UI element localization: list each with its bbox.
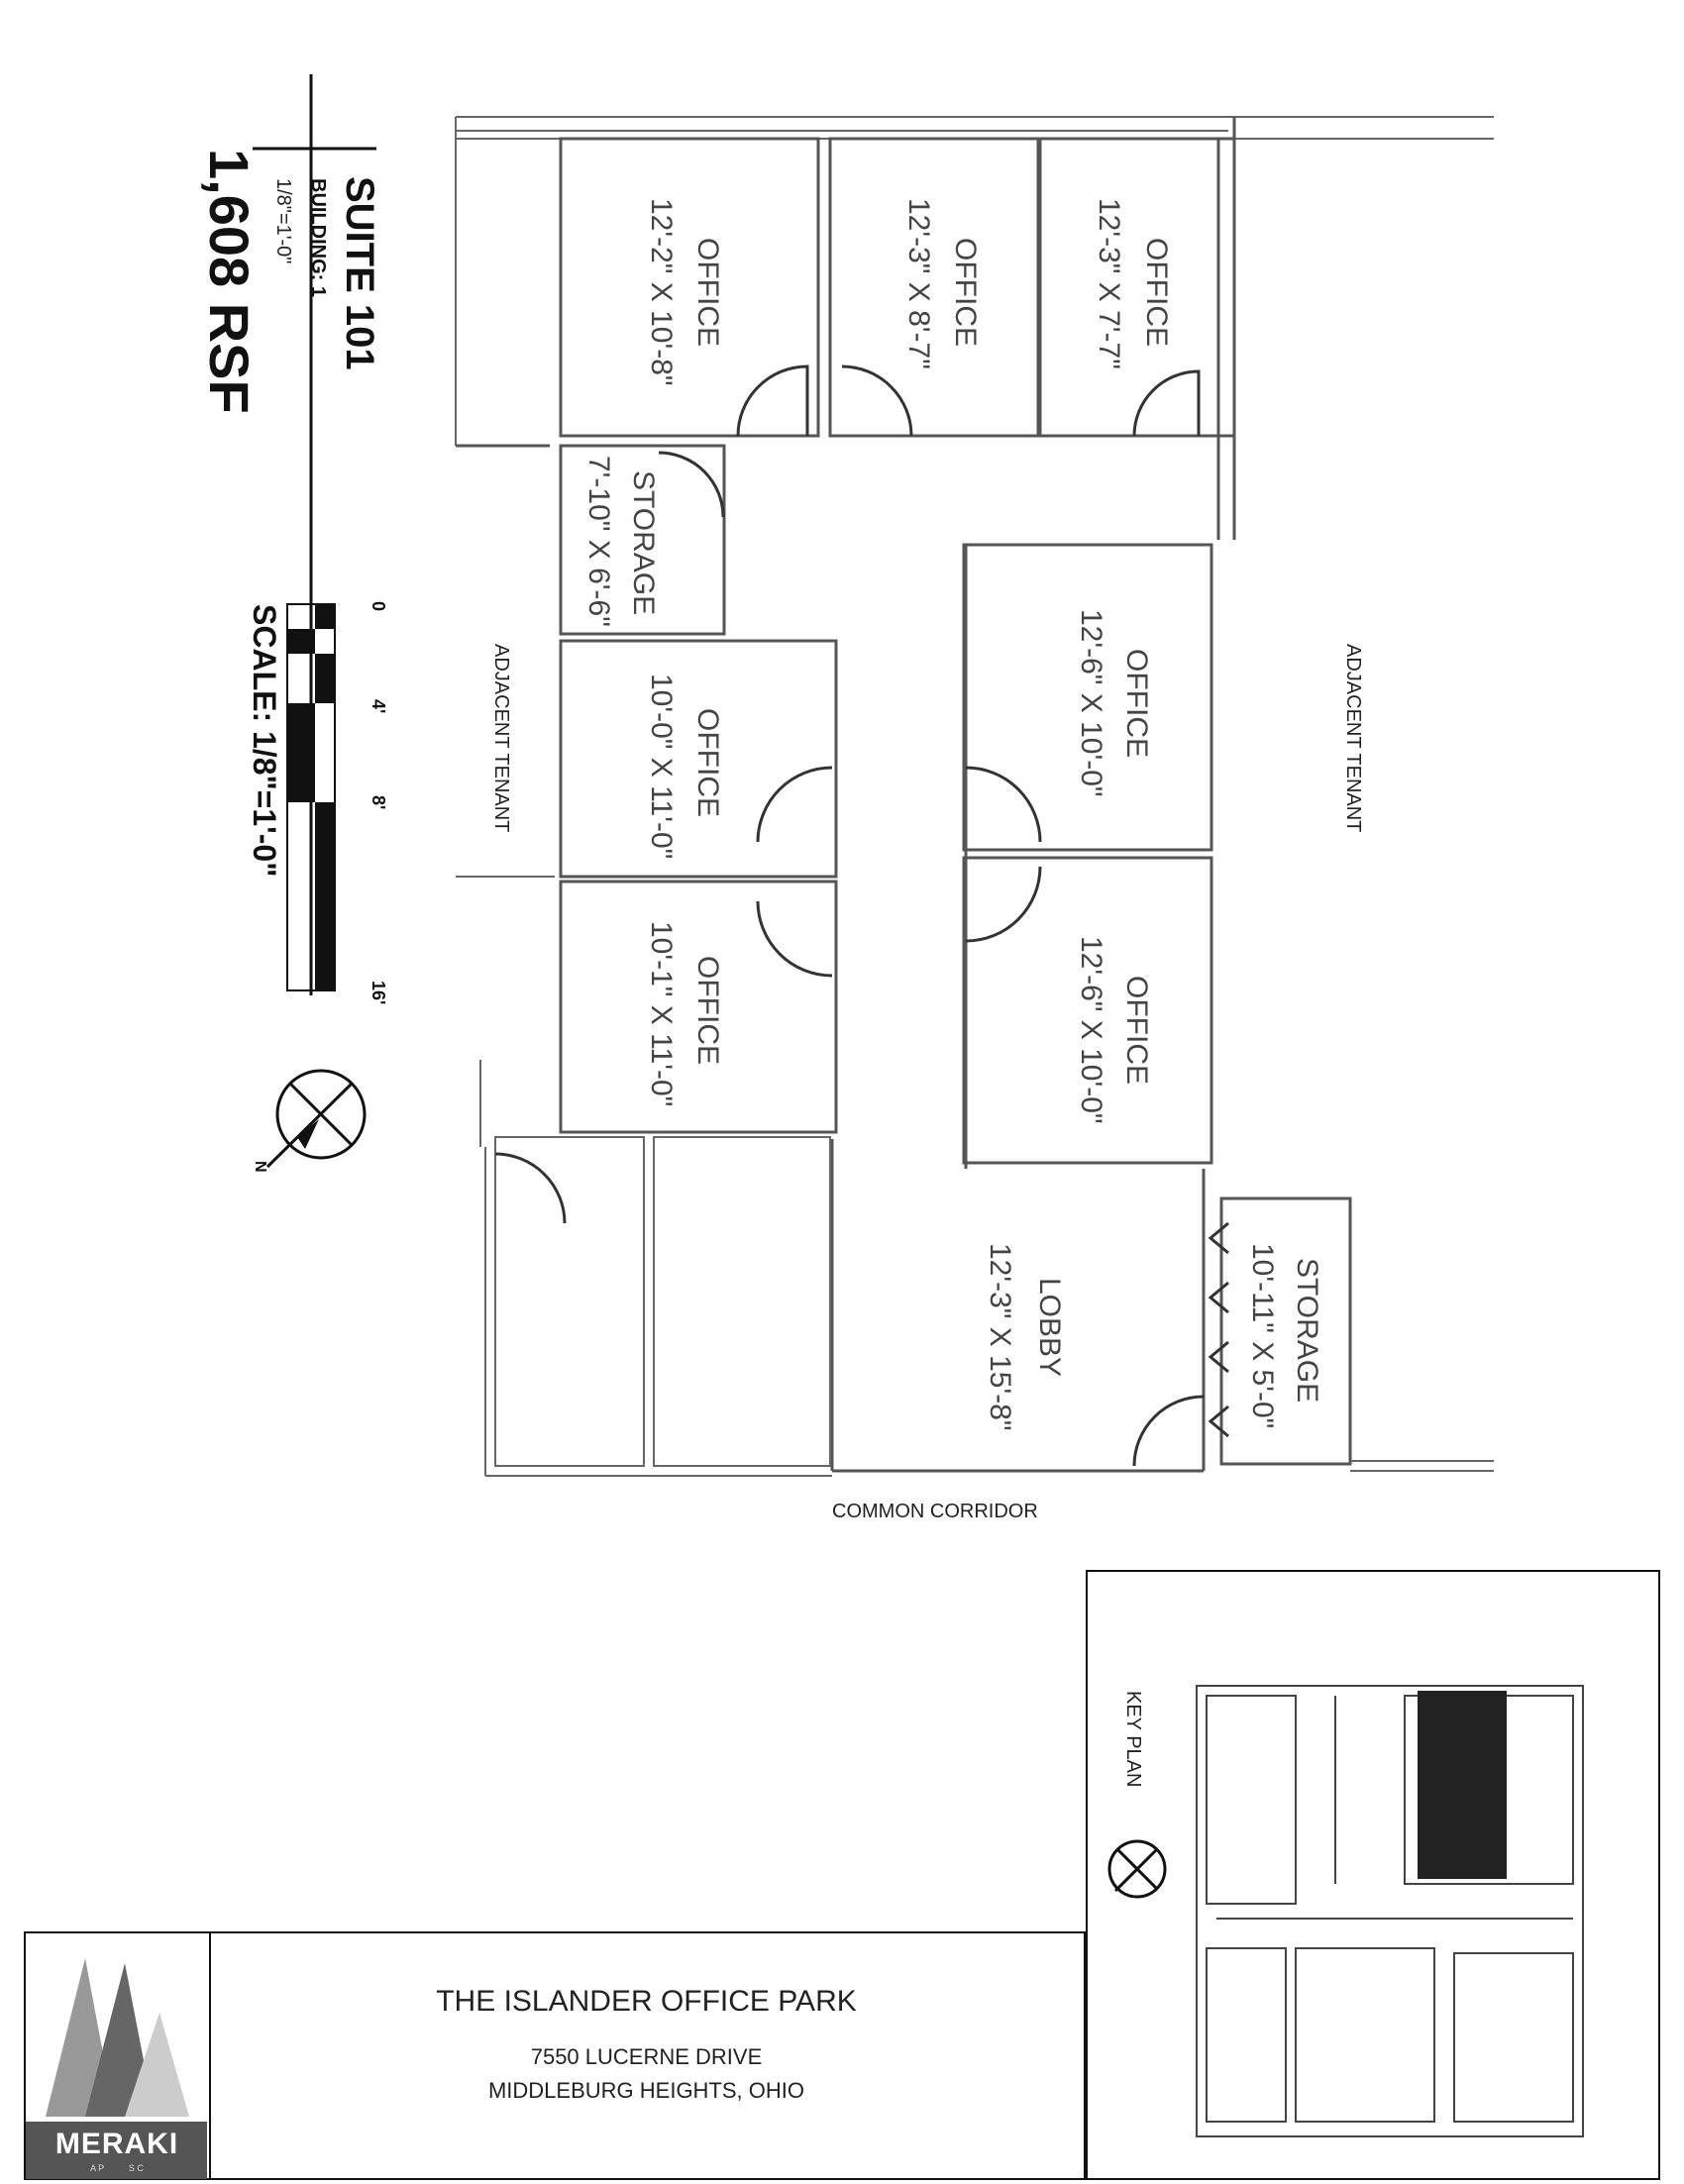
- room-office-5: OFFICE 10'-1" X 11'-0": [645, 921, 724, 1106]
- adjacent-tenant-left: ADJACENT TENANT: [490, 644, 512, 832]
- logo-mountains-icon: [26, 1958, 207, 2179]
- room-office-3: OFFICE 12'-3" X 7'-7": [1093, 198, 1173, 369]
- room-office-1: OFFICE 12'-2" X 10'-8": [645, 198, 724, 386]
- suite-scale-short: 1/8"=1'-0": [272, 178, 294, 263]
- suite-building: BUILDING: 1: [307, 178, 329, 297]
- room-name: OFFICE: [1140, 238, 1173, 347]
- room-dims: 12'-3" X 15'-8": [984, 1243, 1016, 1431]
- scale-tick-16: 16': [368, 981, 388, 1004]
- scale-tick-8: 8': [368, 795, 388, 809]
- key-plan-north-icon: [1107, 1839, 1167, 1899]
- property-name: THE ISLANDER OFFICE PARK: [436, 1985, 857, 2018]
- key-plan-suite-highlight: [1418, 1691, 1507, 1879]
- key-plan-building: [1196, 1685, 1584, 2137]
- title-block: MERAKI A P S C THE ISLANDER OFFICE PARK …: [24, 1931, 1086, 2180]
- common-corridor: COMMON CORRIDOR: [832, 1501, 1038, 1522]
- logo-subtext: A P S C: [90, 2163, 144, 2173]
- room-name: STORAGE: [627, 470, 660, 615]
- room-name: OFFICE: [1120, 976, 1153, 1085]
- room-lobby: LOBBY 12'-3" X 15'-8": [984, 1243, 1066, 1431]
- room-dims: 12'-3" X 8'-7": [902, 198, 935, 369]
- room-name: OFFICE: [1120, 649, 1153, 758]
- room-dims: 10'-11" X 5'-0": [1246, 1243, 1279, 1428]
- room-storage-1: STORAGE 7'-10" X 6'-6": [582, 456, 660, 627]
- suite-area: 1,608 RSF: [198, 149, 261, 414]
- room-name: OFFICE: [949, 238, 982, 347]
- suite-walls: [455, 116, 1494, 1477]
- room-dims: 10'-0" X 11'-0": [645, 674, 678, 859]
- scale-label: SCALE: 1/8"=1'-0": [247, 604, 282, 877]
- scale-bar: 0 4' 8' 16' SCALE: 1/8"=1'-0": [247, 601, 388, 1004]
- address-line-2: MIDDLEBURG HEIGHTS, OHIO: [487, 2078, 805, 2103]
- door-swings: [494, 364, 1229, 1467]
- room-name: OFFICE: [691, 238, 724, 347]
- logo-text: MERAKI: [54, 2128, 179, 2160]
- room-dims: 12'-6" X 10'-0": [1075, 609, 1107, 797]
- scale-tick-0: 0: [368, 601, 388, 611]
- room-dims: 12'-2" X 10'-8": [645, 198, 678, 386]
- room-storage-2: STORAGE 10'-11" X 5'-0": [1246, 1243, 1323, 1428]
- meraki-logo: MERAKI A P S C: [26, 1933, 211, 2179]
- north-arrow-icon: N: [252, 1069, 367, 1173]
- room-dims: 10'-1" X 11'-0": [645, 921, 678, 1106]
- room-dims: 12'-6" X 10'-0": [1075, 936, 1107, 1124]
- key-plan-drawing: KEY PLAN: [1107, 1685, 1584, 2137]
- adjacent-tenant-right: ADJACENT TENANT: [1342, 644, 1364, 832]
- key-plan-label: KEY PLAN: [1122, 1691, 1144, 1787]
- room-dims: 7'-10" X 6'-6": [582, 456, 615, 627]
- room-office-6: OFFICE 12'-6" X 10'-0": [1075, 609, 1153, 797]
- scale-tick-4: 4': [368, 699, 388, 713]
- room-name: OFFICE: [691, 956, 724, 1065]
- key-plan-panel: KEY PLAN: [1086, 1570, 1660, 2180]
- room-name: STORAGE: [1291, 1258, 1323, 1403]
- room-dims: 12'-3" X 7'-7": [1093, 198, 1125, 369]
- suite-name: SUITE 101: [338, 176, 381, 370]
- room-name: OFFICE: [691, 708, 724, 817]
- room-office-7: OFFICE 12'-6" X 10'-0": [1075, 936, 1153, 1124]
- room-office-4: OFFICE 10'-0" X 11'-0": [645, 674, 724, 859]
- room-office-2: OFFICE 12'-3" X 8'-7": [902, 198, 982, 369]
- address-line-1: 7550 LUCERNE DRIVE: [530, 2044, 763, 2069]
- north-label: N: [252, 1161, 268, 1173]
- room-name: LOBBY: [1033, 1278, 1066, 1377]
